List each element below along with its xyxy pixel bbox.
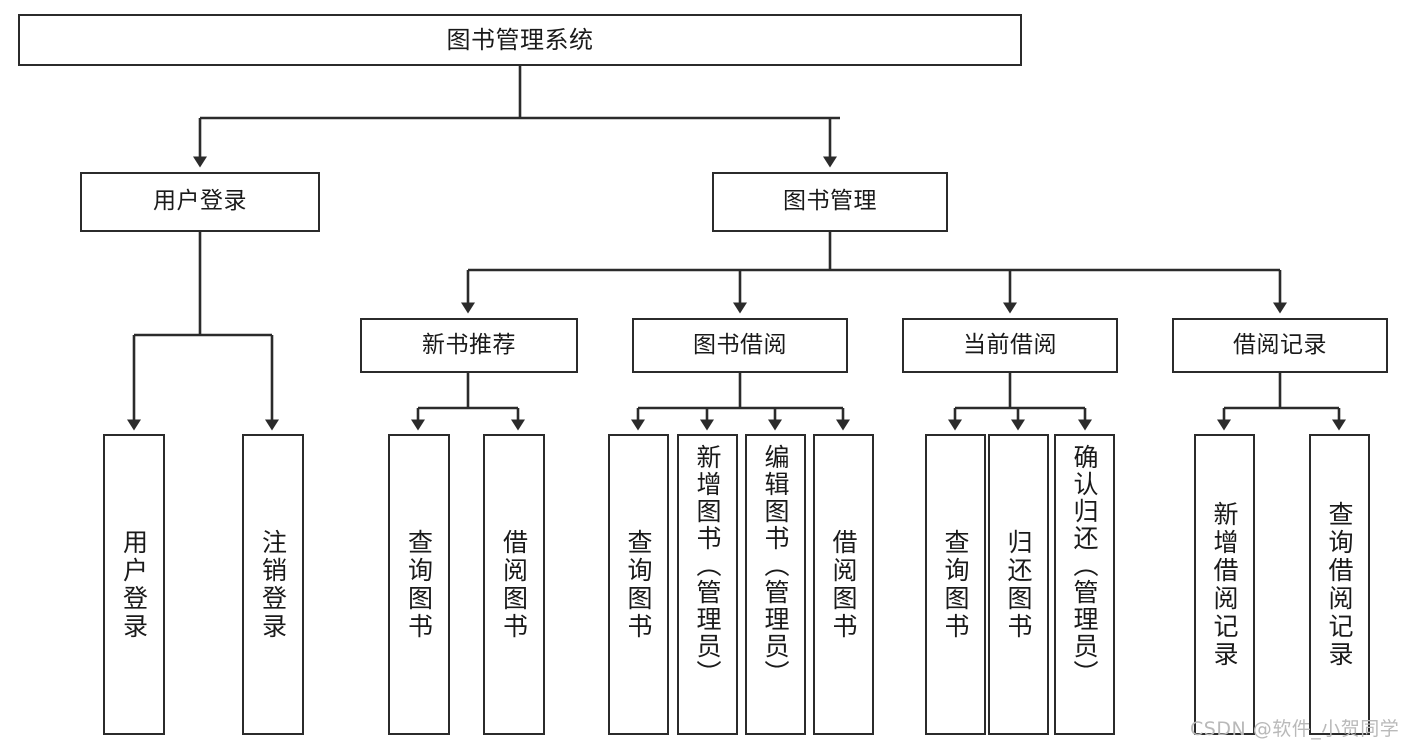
node-label: 图书借阅 xyxy=(693,331,787,358)
leaf-book-borrow-borrow-book[interactable]: 借阅图书 xyxy=(813,434,874,735)
node-label: 用户登录 xyxy=(119,528,149,641)
node-user-login[interactable]: 用户登录 xyxy=(80,172,320,232)
node-label: 查询图书 xyxy=(404,528,434,641)
node-label: 图书管理系统 xyxy=(446,25,594,54)
node-label: 确认归还（管理员） xyxy=(1070,444,1099,687)
leaf-current-borrow-return-book[interactable]: 归还图书 xyxy=(988,434,1049,735)
node-current-borrow[interactable]: 当前借阅 xyxy=(902,318,1118,373)
leaf-borrow-record-add-record[interactable]: 新增借阅记录 xyxy=(1194,434,1255,735)
node-label: 图书管理 xyxy=(783,188,877,215)
node-label: 归还图书 xyxy=(1004,528,1033,641)
node-label: 查询图书 xyxy=(624,528,653,641)
node-label: 新增图书（管理员） xyxy=(693,444,722,687)
node-new-book-recommend[interactable]: 新书推荐 xyxy=(360,318,578,373)
leaf-user-login-logout[interactable]: 注销登录 xyxy=(242,434,304,735)
leaf-book-borrow-query-book[interactable]: 查询图书 xyxy=(608,434,669,735)
leaf-current-borrow-query-book[interactable]: 查询图书 xyxy=(925,434,986,735)
node-label: 借阅图书 xyxy=(829,528,858,641)
node-book-management[interactable]: 图书管理 xyxy=(712,172,948,232)
watermark: CSDN @软件_小贺同学 xyxy=(1190,718,1400,740)
leaf-current-borrow-confirm-return-admin[interactable]: 确认归还（管理员） xyxy=(1054,434,1115,735)
leaf-book-borrow-edit-book-admin[interactable]: 编辑图书（管理员） xyxy=(745,434,806,735)
leaf-book-borrow-add-book-admin[interactable]: 新增图书（管理员） xyxy=(677,434,738,735)
node-label: 当前借阅 xyxy=(963,331,1057,358)
node-label: 借阅记录 xyxy=(1233,331,1327,358)
node-label: 查询借阅记录 xyxy=(1325,500,1354,669)
leaf-new-book-query-book[interactable]: 查询图书 xyxy=(388,434,450,735)
node-label: 注销登录 xyxy=(258,528,288,641)
node-label: 新书推荐 xyxy=(422,331,516,358)
node-label: 用户登录 xyxy=(153,188,247,215)
node-label: 编辑图书（管理员） xyxy=(761,444,790,687)
leaf-new-book-borrow-book[interactable]: 借阅图书 xyxy=(483,434,545,735)
leaf-borrow-record-query-record[interactable]: 查询借阅记录 xyxy=(1309,434,1370,735)
node-label: 借阅图书 xyxy=(499,528,529,641)
node-label: 新增借阅记录 xyxy=(1210,500,1239,669)
node-borrow-record[interactable]: 借阅记录 xyxy=(1172,318,1388,373)
node-root-book-management-system[interactable]: 图书管理系统 xyxy=(18,14,1022,66)
node-label: 查询图书 xyxy=(941,528,970,641)
leaf-user-login-login[interactable]: 用户登录 xyxy=(103,434,165,735)
node-book-borrow[interactable]: 图书借阅 xyxy=(632,318,848,373)
